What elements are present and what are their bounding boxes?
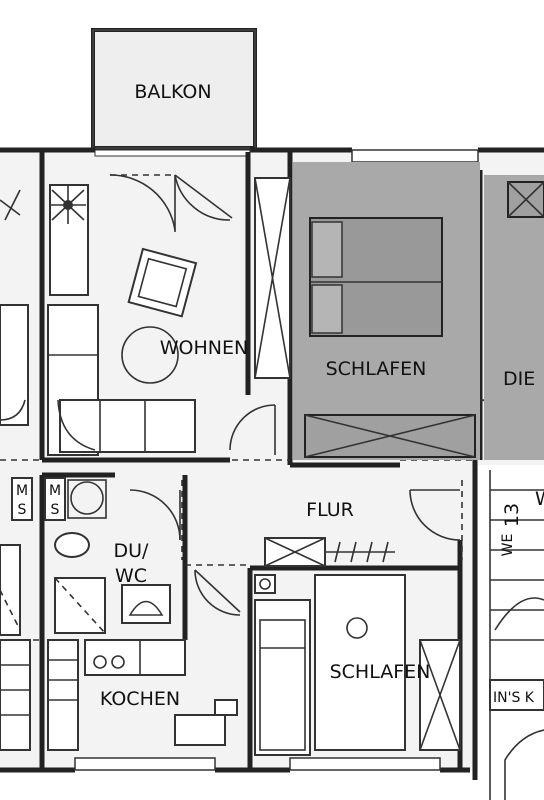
room-label-balkon: BALKON <box>134 81 211 103</box>
stair-label-ins: IN'S K <box>493 690 535 706</box>
room-label-die: DIE <box>503 368 535 390</box>
toilet <box>54 532 90 558</box>
lamp <box>346 617 368 639</box>
room-label-flur: FLUR <box>306 499 354 521</box>
bedroom-bottom: SCHLAFEN <box>254 574 461 756</box>
meter-label-s1: S <box>18 502 27 518</box>
meter-label-s2: S <box>51 502 60 518</box>
plant-icon <box>50 186 86 224</box>
stair-label-w: W <box>535 488 544 510</box>
right-room-partial: DIE <box>484 175 544 460</box>
kitchen-table <box>174 714 226 746</box>
kitchen: KOCHEN <box>0 639 238 751</box>
coffee-table <box>121 326 179 384</box>
balcony: BALKON <box>91 28 257 150</box>
room-label-wohnen: WOHNEN <box>160 337 248 359</box>
room-label-du: DU/ <box>114 540 150 562</box>
armchair <box>127 247 198 318</box>
sink <box>121 584 171 624</box>
room-label-wc: WC <box>115 565 147 587</box>
living-room: WOHNEN <box>47 184 248 456</box>
bed <box>314 574 406 751</box>
room-label-kochen: KOCHEN <box>100 688 180 710</box>
sofa <box>47 304 196 456</box>
windows-top <box>74 149 479 771</box>
hallway: FLUR <box>264 499 395 567</box>
wardrobe-hall-top <box>254 177 291 379</box>
left-room-partial <box>0 189 29 426</box>
stove-burner <box>93 655 107 669</box>
washing-machine <box>70 481 104 515</box>
room-label-schlafen-top: SCHLAFEN <box>326 358 427 380</box>
meter-label-m2: M <box>49 483 61 499</box>
stair-label-13: 13 <box>501 503 523 527</box>
bathroom: M S M S DU/ WC <box>0 477 171 636</box>
stairwell: 13 W WE IN'S K <box>478 465 544 800</box>
room-label-schlafen-bottom: SCHLAFEN <box>330 661 431 683</box>
outer-walls <box>0 147 544 780</box>
bedroom-top: SCHLAFEN <box>293 162 480 460</box>
meter-label-m1: M <box>16 483 28 499</box>
stove-burner <box>111 655 125 669</box>
stair-label-we: WE <box>500 534 516 557</box>
